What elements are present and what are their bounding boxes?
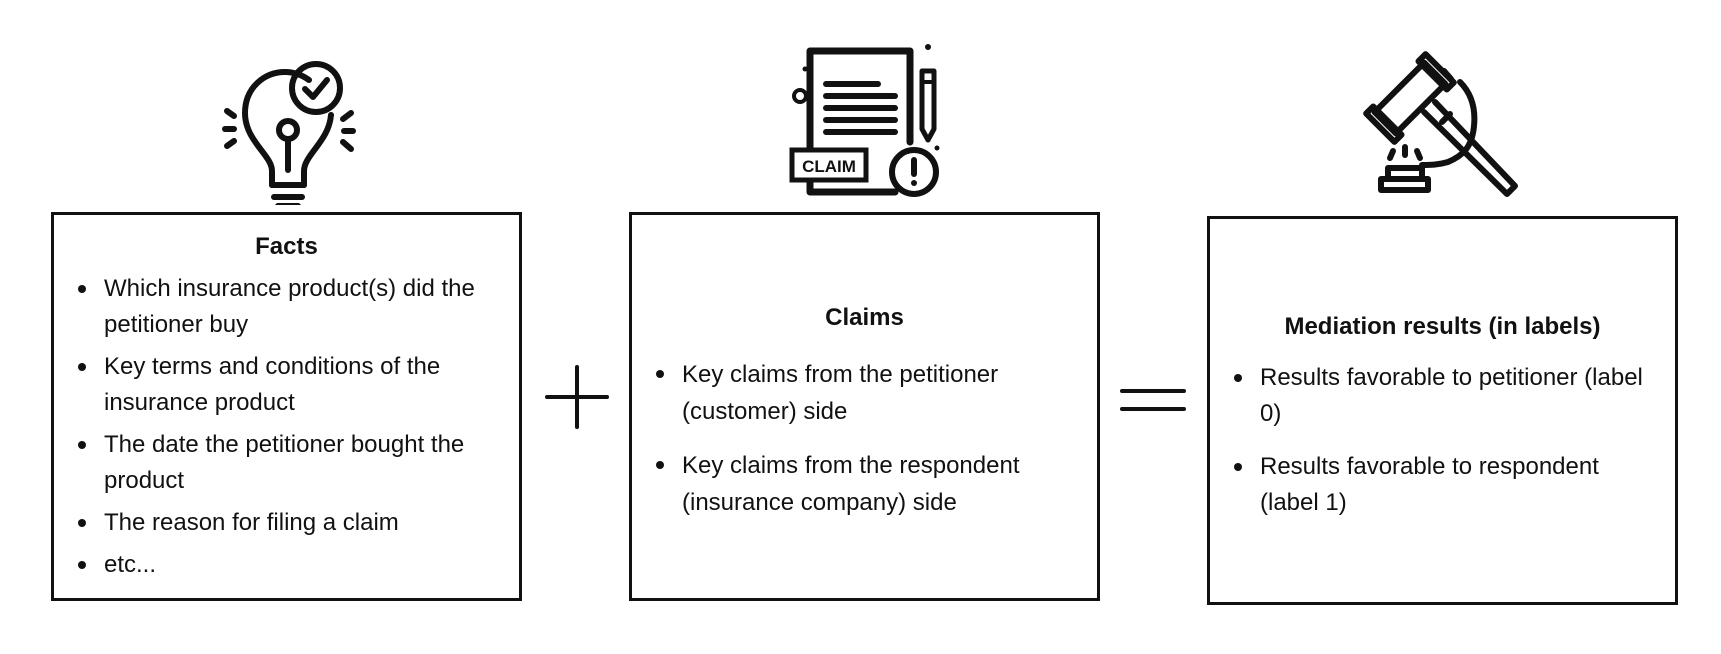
claims-title: Claims — [825, 304, 904, 331]
facts-panel: Facts Which insurance product(s) did the… — [51, 212, 522, 601]
lightbulb-check-icon — [222, 61, 356, 205]
claims-panel: Claims Key claims from the petitioner (c… — [629, 212, 1100, 601]
claims-list: Key claims from the petitioner (customer… — [652, 356, 1082, 538]
results-panel: Mediation results (in labels) Results fa… — [1207, 216, 1678, 605]
facts-list: Which insurance product(s) did the petit… — [74, 271, 504, 589]
claims-list-item: Key claims from the petitioner (customer… — [652, 356, 1082, 430]
facts-list-item: Key terms and conditions of the insuranc… — [74, 349, 504, 421]
facts-title: Facts — [255, 233, 318, 260]
gavel-icon — [1363, 51, 1518, 197]
results-list-item: Results favorable to respondent (label 1… — [1230, 449, 1660, 521]
results-list: Results favorable to petitioner (label 0… — [1230, 360, 1660, 538]
facts-list-item: etc... — [74, 547, 504, 583]
facts-list-item: Which insurance product(s) did the petit… — [74, 271, 504, 343]
plus-icon — [545, 365, 609, 429]
claim-document-icon: CLAIM — [789, 44, 940, 197]
claim-tag-text: CLAIM — [802, 157, 856, 176]
results-title: Mediation results (in labels) — [1284, 313, 1601, 340]
facts-list-item: The date the petitioner bought the produ… — [74, 427, 504, 499]
results-list-item: Results favorable to petitioner (label 0… — [1230, 360, 1660, 432]
claims-list-item: Key claims from the respondent (insuranc… — [652, 447, 1082, 521]
equals-icon — [1120, 389, 1186, 411]
facts-list-item: The reason for filing a claim — [74, 505, 504, 541]
